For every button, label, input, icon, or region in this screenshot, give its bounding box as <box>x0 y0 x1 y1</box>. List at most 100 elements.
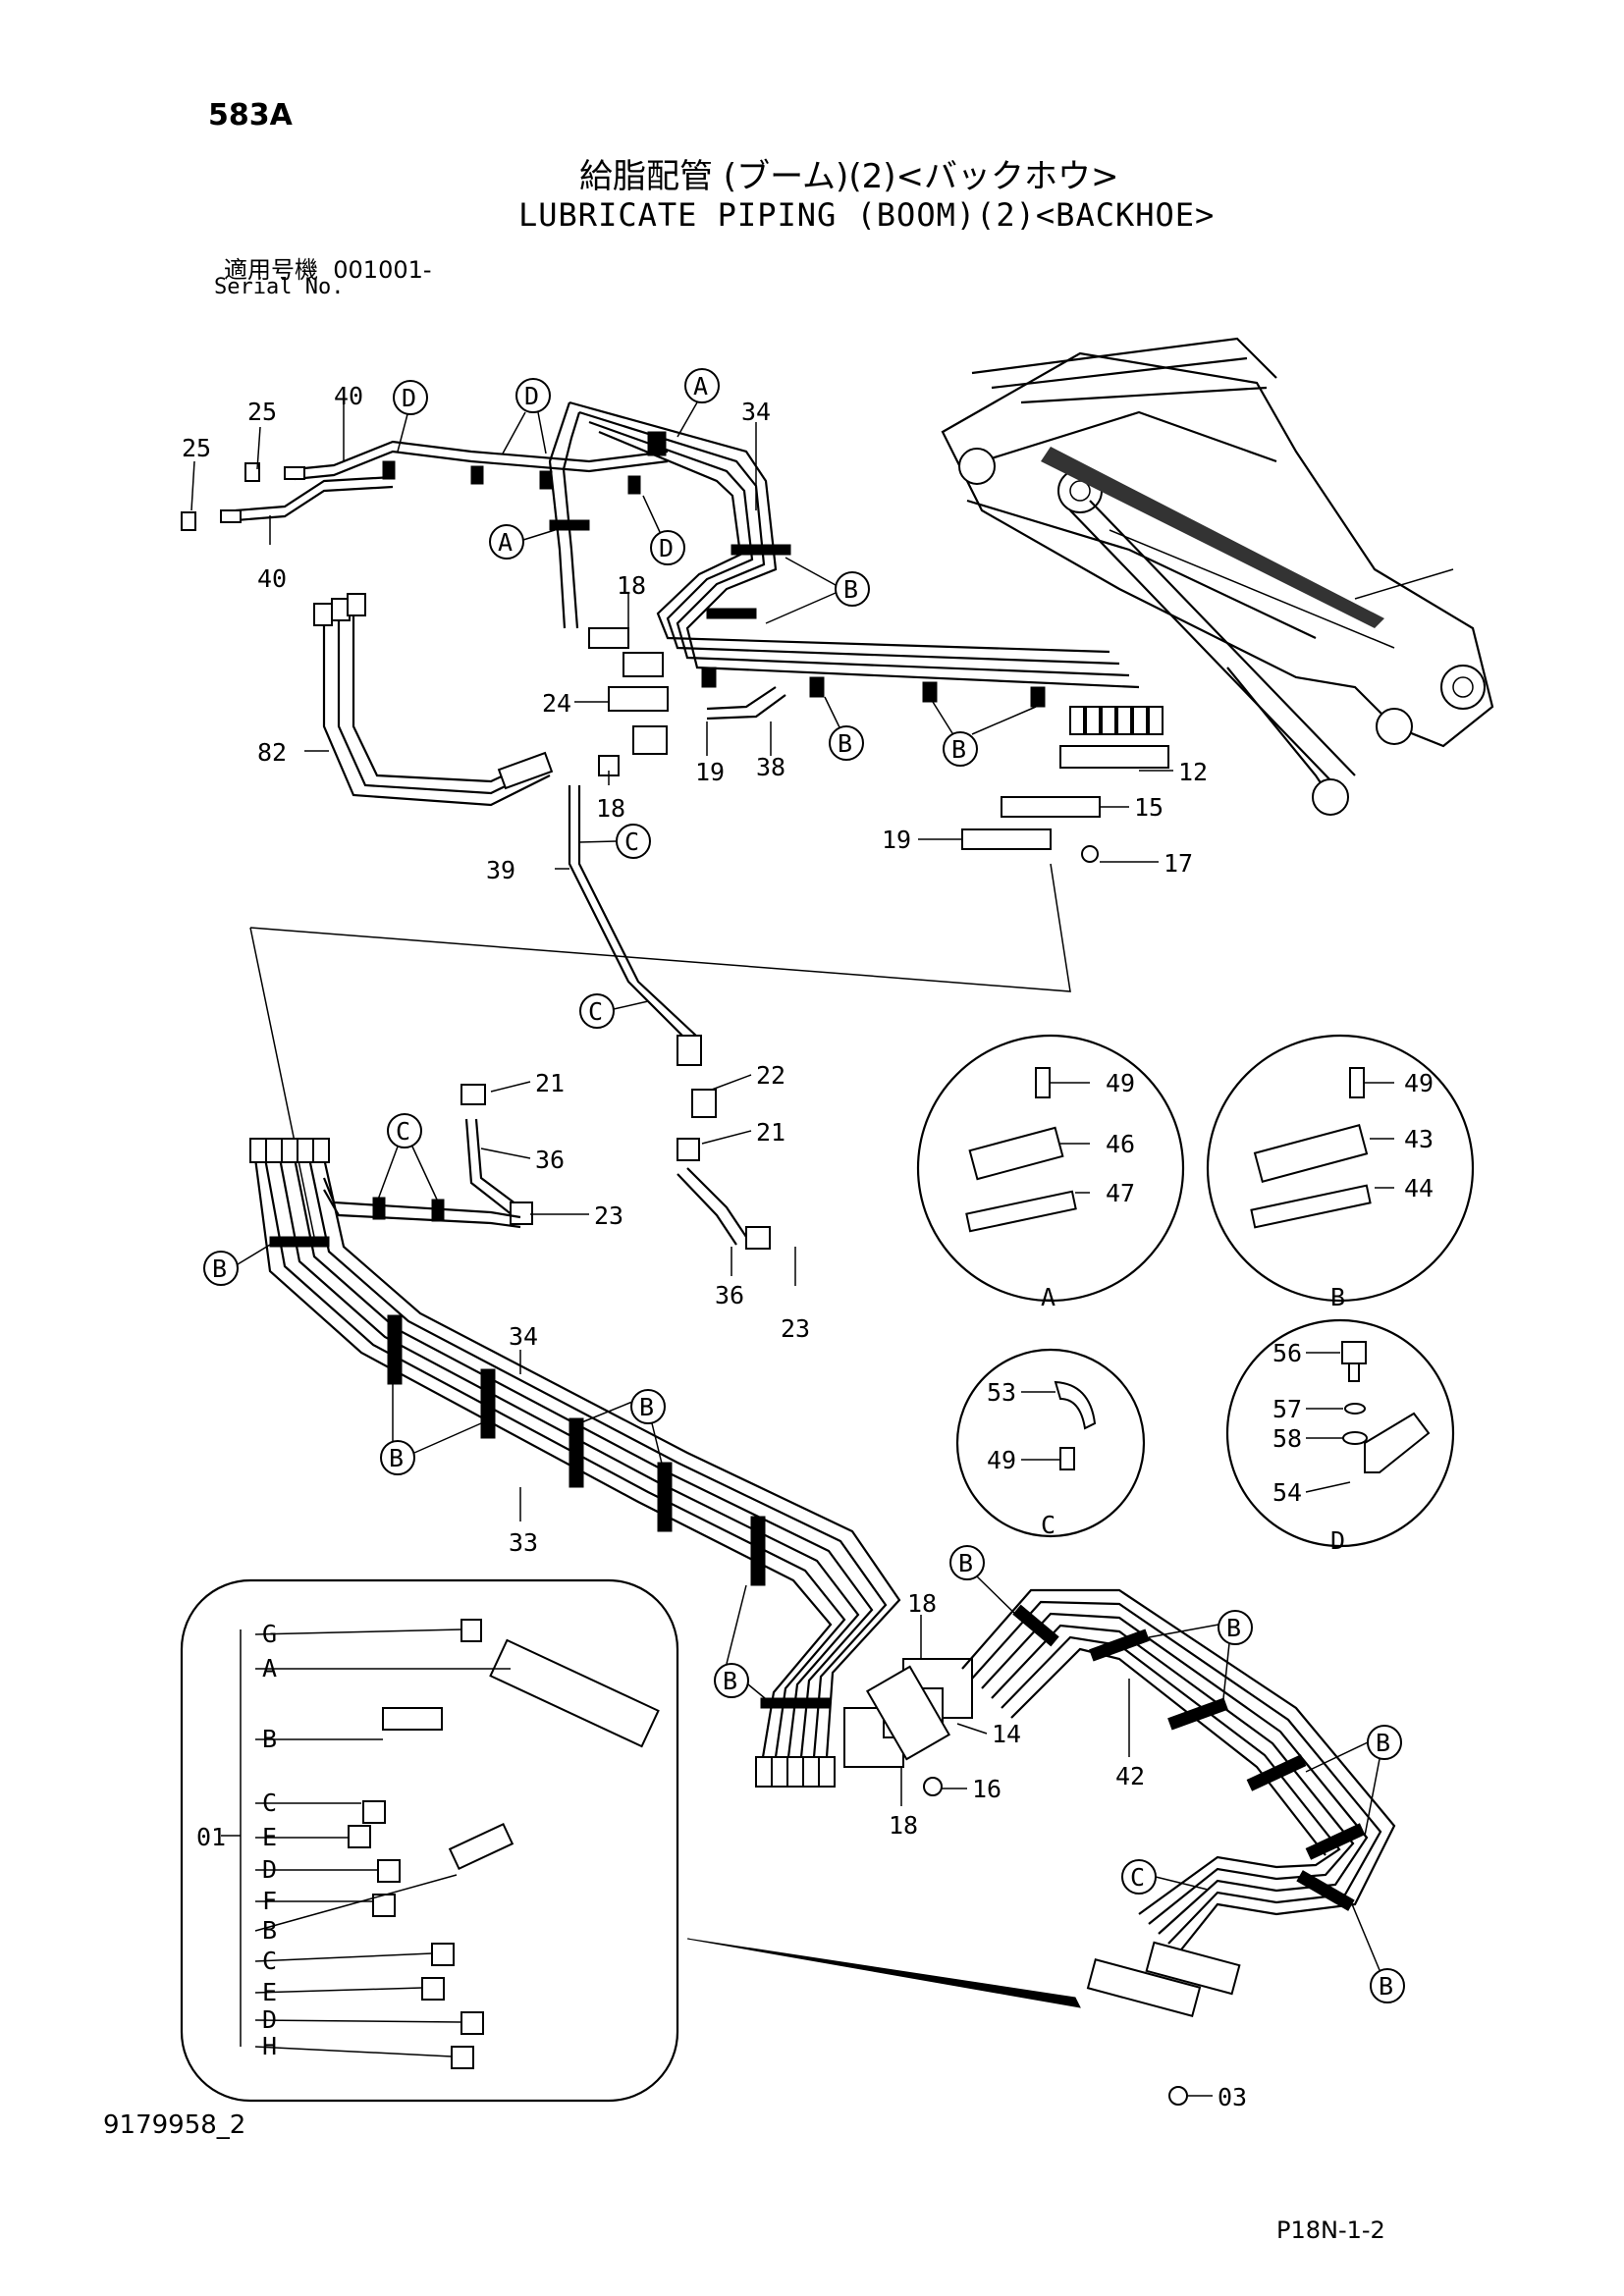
callout-b2: B <box>824 696 864 761</box>
serial-label-jp-text: 適用号機 <box>224 256 318 284</box>
callout-b9: B <box>1148 1610 1253 1709</box>
kit-legend-D2: D <box>262 2005 277 2034</box>
kit-legend-H: H <box>262 2032 277 2060</box>
callout-c4: C <box>1121 1859 1209 1895</box>
callout-bubbles: A A D D D B <box>203 368 1405 2003</box>
callout-b11: B <box>1349 1898 1405 2003</box>
callout-b4: B <box>203 1244 271 1286</box>
callout-a1: A <box>677 368 720 438</box>
label-34-a: 34 <box>741 398 771 426</box>
view-transition-lines <box>249 863 1071 1238</box>
fitting-row-12 <box>1059 706 1169 769</box>
kit-legend-A: A <box>262 1654 277 1682</box>
label-18-b: 18 <box>596 794 625 823</box>
svg-text:B: B <box>1226 1614 1241 1642</box>
label-36-b: 36 <box>715 1281 744 1309</box>
label-39: 39 <box>486 856 515 884</box>
detail-view-b: 49 43 44 B <box>1206 1034 1475 1311</box>
callout-a2: A <box>489 524 556 560</box>
svg-text:B: B <box>958 1549 973 1577</box>
title-english: LUBRICATE PIPING (BOOM)(2)<BACKHOE> <box>518 196 1216 234</box>
kit-legend-B2: B <box>262 1916 277 1945</box>
label-01: 01 <box>196 1823 226 1851</box>
label-18-d: 18 <box>889 1811 918 1840</box>
part-labels: 25 25 40 40 34 18 24 19 38 12 82 18 15 1… <box>182 382 1247 2111</box>
document-number: 9179958_2 <box>103 2110 246 2140</box>
page-reference: P18N-1-2 <box>1276 2216 1385 2244</box>
label-17: 17 <box>1164 849 1193 878</box>
label-34-b: 34 <box>509 1322 538 1351</box>
boom-illustration <box>941 337 1494 816</box>
label-47: 47 <box>1106 1179 1135 1207</box>
label-22: 22 <box>756 1061 785 1090</box>
callout-b3: B <box>932 701 1037 767</box>
svg-text:B: B <box>723 1667 737 1695</box>
label-42: 42 <box>1115 1762 1145 1790</box>
label-25-a: 25 <box>247 398 277 426</box>
label-58: 58 <box>1272 1424 1302 1453</box>
svg-text:B: B <box>212 1255 227 1283</box>
svg-text:C: C <box>396 1117 410 1146</box>
callout-d3: D <box>642 495 685 565</box>
callout-b7: B <box>714 1584 772 1704</box>
callout-c1: C <box>578 824 651 859</box>
kit-legend-E2: E <box>262 1978 277 2006</box>
label-40-a: 40 <box>334 382 363 410</box>
svg-text:C: C <box>624 828 639 856</box>
detail-label-b: B <box>1330 1283 1345 1311</box>
svg-text:A: A <box>693 372 708 400</box>
svg-text:D: D <box>402 384 416 412</box>
label-25-b: 25 <box>182 434 211 462</box>
label-12: 12 <box>1178 758 1208 786</box>
callout-b6: B <box>578 1389 666 1468</box>
svg-text:B: B <box>1379 1972 1393 2001</box>
label-15: 15 <box>1134 793 1164 822</box>
label-49-a: 49 <box>1106 1069 1135 1097</box>
callout-c2: C <box>579 993 649 1029</box>
label-40-b: 40 <box>257 564 287 593</box>
svg-text:C: C <box>588 997 603 1026</box>
serial-value: 001001- <box>333 256 432 284</box>
kit-legend-G: G <box>262 1620 277 1648</box>
svg-text:B: B <box>639 1393 654 1421</box>
kit-legend-C2: C <box>262 1947 277 1975</box>
label-03: 03 <box>1218 2083 1247 2111</box>
serial-label-japanese: 適用号機 001001- <box>224 250 432 285</box>
middle-piping <box>249 1084 901 1788</box>
kit-legend: G A B C E D F B C E D H <box>262 1620 277 2060</box>
svg-text:B: B <box>1376 1729 1390 1757</box>
label-14: 14 <box>992 1720 1021 1748</box>
svg-text:B: B <box>951 735 966 764</box>
label-54: 54 <box>1272 1478 1302 1507</box>
callout-b10: B <box>1305 1725 1402 1837</box>
label-44: 44 <box>1404 1174 1434 1202</box>
label-19-a: 19 <box>695 758 725 786</box>
leader-lines <box>190 402 1213 2097</box>
lower-right-assembly <box>686 1588 1396 2106</box>
label-18-a: 18 <box>617 571 646 600</box>
detail-label-a: A <box>1041 1283 1056 1311</box>
callout-b8: B <box>949 1545 1022 1621</box>
kit-legend-E1: E <box>262 1823 277 1851</box>
label-23-a: 23 <box>594 1201 623 1230</box>
serial-label-english: Serial No. <box>214 275 345 299</box>
svg-text:C: C <box>1130 1863 1145 1892</box>
label-21-a: 21 <box>535 1069 565 1097</box>
svg-text:A: A <box>498 528 513 557</box>
label-18-c: 18 <box>907 1589 937 1618</box>
label-16: 16 <box>972 1775 1001 1803</box>
kit-legend-B1: B <box>262 1725 277 1753</box>
label-21-b: 21 <box>756 1118 785 1147</box>
kit-legend-F: F <box>262 1887 277 1915</box>
title-japanese: 給脂配管 (ブーム)(2)<バックホウ> <box>579 157 1119 196</box>
label-82: 82 <box>257 738 287 767</box>
label-38: 38 <box>756 753 785 781</box>
label-49-b: 49 <box>1404 1069 1434 1097</box>
callout-d1: D <box>393 380 428 453</box>
callout-c3: C <box>377 1113 438 1201</box>
svg-text:B: B <box>843 575 858 604</box>
label-56: 56 <box>1272 1339 1302 1367</box>
svg-text:D: D <box>659 534 674 562</box>
kit-legend-D1: D <box>262 1855 277 1884</box>
